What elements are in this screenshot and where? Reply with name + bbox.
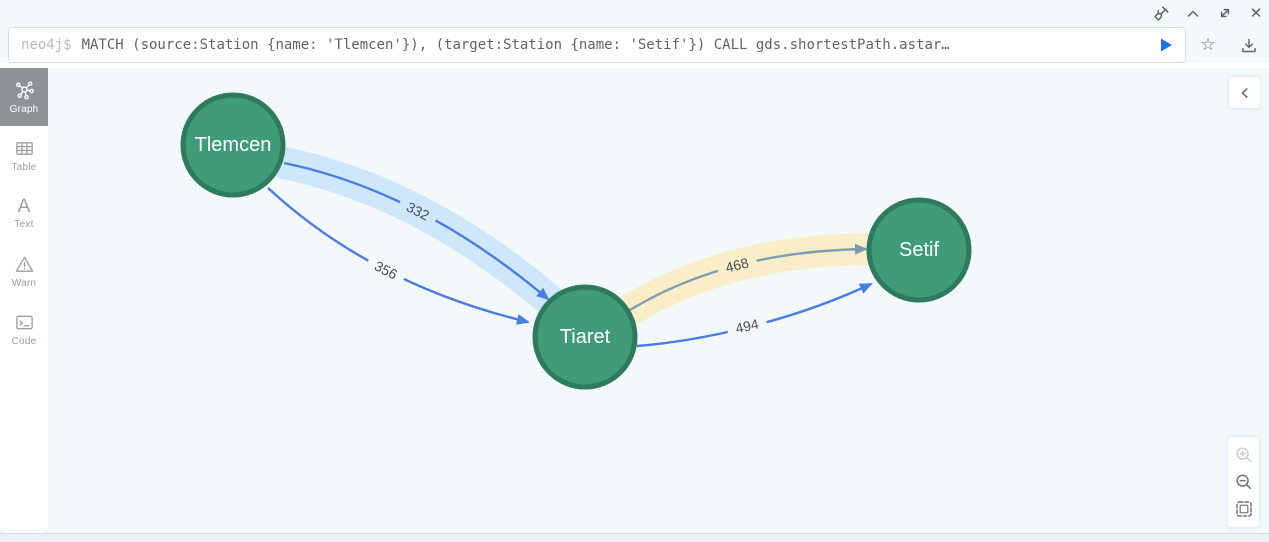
zoom-out-button[interactable] (1234, 472, 1254, 492)
frame-top-strip (0, 63, 1269, 68)
tab-warn-label: Warn (11, 277, 37, 289)
node-setif[interactable]: Setif (866, 197, 972, 303)
zoom-in-icon (1235, 447, 1251, 462)
tab-table[interactable]: Table (0, 126, 48, 184)
zoom-controls (1227, 436, 1260, 528)
node-tiaret-label: Tiaret (560, 326, 611, 348)
result-frame-sidebar: Graph Table A Text Warn Code (0, 63, 48, 533)
run-query-button[interactable] (1157, 36, 1175, 54)
warning-icon (15, 256, 33, 272)
tab-table-label: Table (11, 161, 37, 173)
tab-text-label: Text (14, 218, 34, 230)
tab-graph[interactable]: Graph (0, 68, 48, 126)
graph-icon (15, 80, 34, 99)
pin-icon[interactable] (1152, 5, 1170, 23)
table-icon (15, 141, 33, 155)
code-icon (15, 315, 33, 329)
edge-label-468[interactable]: 468 (715, 250, 759, 280)
close-icon[interactable]: ✕ (1249, 5, 1263, 22)
editor-prompt: neo4j$ (21, 37, 72, 53)
node-tlemcen[interactable]: Tlemcen (180, 92, 286, 198)
collapse-panel-button[interactable] (1228, 76, 1261, 109)
query-editor[interactable]: neo4j$ MATCH (source:Station {name: 'Tle… (8, 27, 1186, 63)
node-tlemcen-label: Tlemcen (195, 134, 272, 156)
tab-code-label: Code (11, 335, 37, 347)
svg-text:468: 468 (724, 254, 751, 275)
chevron-left-icon (1240, 87, 1248, 98)
edge-label-356[interactable]: 356 (363, 252, 409, 288)
node-tiaret[interactable]: Tiaret (532, 284, 638, 390)
tab-code[interactable]: Code (0, 300, 48, 358)
svg-text:494: 494 (734, 316, 761, 337)
zoom-in-button[interactable] (1234, 445, 1254, 465)
tab-warn[interactable]: Warn (0, 242, 48, 300)
frame-bottom-edge (0, 533, 1269, 542)
fit-to-screen-icon (1235, 501, 1252, 518)
expand-icon[interactable] (1216, 4, 1234, 22)
path-highlight-332 (268, 147, 564, 315)
zoom-out-icon (1235, 474, 1251, 490)
edge-label-494[interactable]: 494 (725, 311, 769, 341)
chevron-up-icon[interactable] (1184, 5, 1202, 23)
tab-text[interactable]: A Text (0, 184, 48, 242)
query-input[interactable]: MATCH (source:Station {name: 'Tlemcen'})… (81, 37, 950, 53)
download-icon[interactable] (1239, 36, 1259, 56)
favorite-star-icon[interactable]: ☆ (1200, 35, 1216, 54)
tab-graph-label: Graph (9, 103, 39, 115)
text-icon: A (17, 195, 31, 217)
fit-to-screen-button[interactable] (1234, 499, 1254, 519)
node-setif-label: Setif (899, 239, 939, 261)
